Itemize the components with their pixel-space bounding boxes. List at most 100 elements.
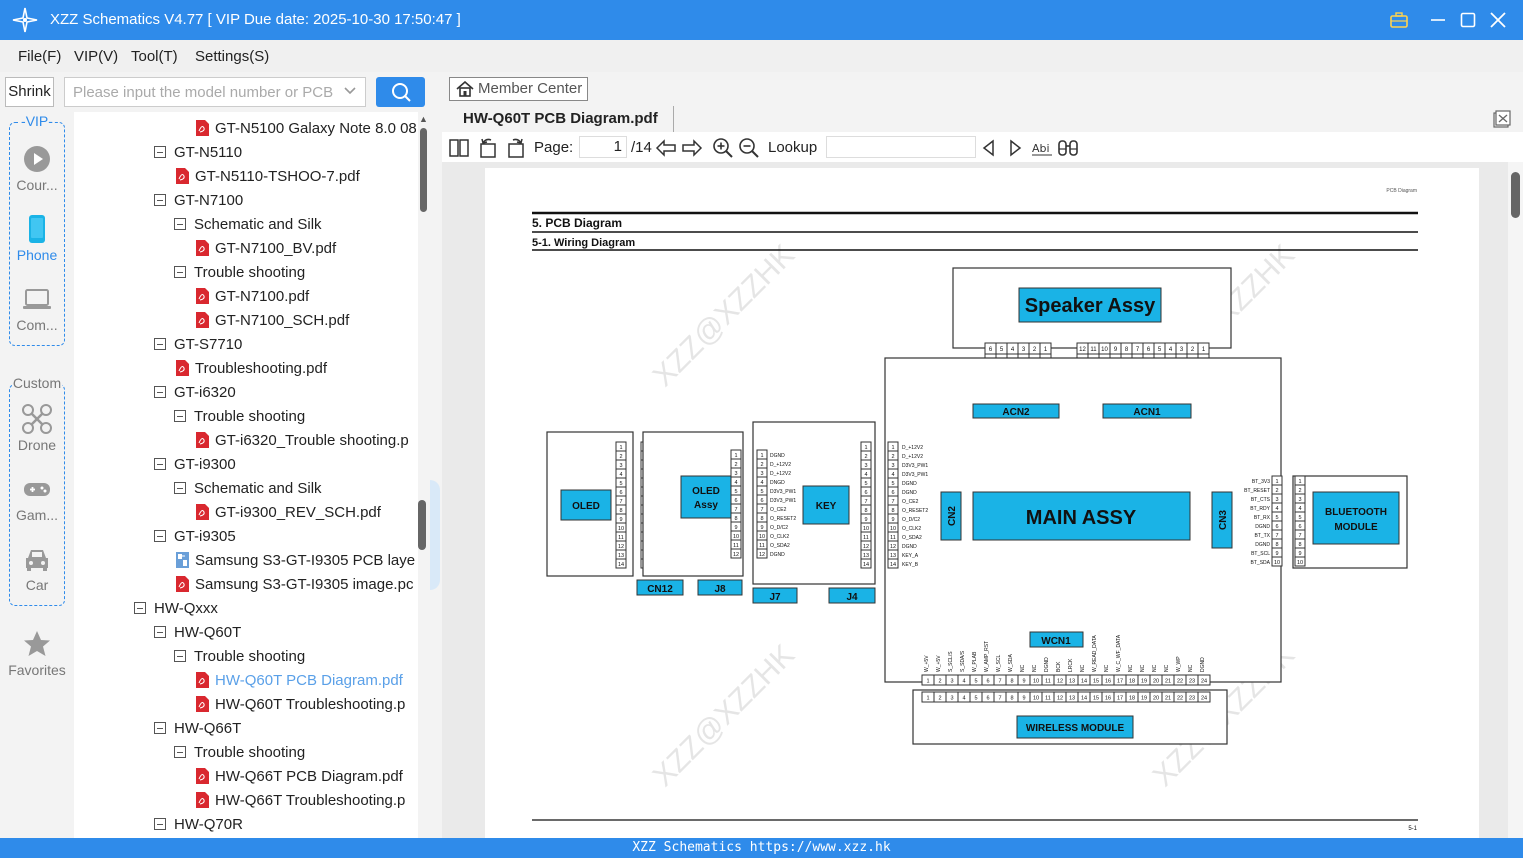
match-case-icon[interactable]: Abi bbox=[1031, 137, 1053, 159]
tree-file[interactable]: HW-Q66T Troubleshooting.p bbox=[196, 789, 405, 813]
wireless-signal: W_AMP_RST bbox=[984, 641, 990, 672]
collapse-icon[interactable] bbox=[154, 194, 166, 206]
collapse-icon[interactable] bbox=[154, 722, 166, 734]
category-drone[interactable]: Drone bbox=[0, 404, 74, 453]
search-button[interactable] bbox=[376, 77, 425, 107]
tree-file[interactable]: Troubleshooting.pdf bbox=[176, 357, 327, 381]
chevron-down-icon[interactable] bbox=[343, 84, 357, 98]
tree-file[interactable]: HW-Q66T PCB Diagram.pdf bbox=[196, 765, 403, 789]
tree-file[interactable]: HW-Q60T Troubleshooting.p bbox=[196, 693, 405, 717]
next-page-icon[interactable] bbox=[681, 137, 703, 159]
viewer-scrollbar-thumb[interactable] bbox=[1511, 172, 1520, 218]
tree-folder[interactable]: Trouble shooting bbox=[174, 741, 305, 765]
tree-scrollbar[interactable]: ▲ bbox=[418, 112, 430, 838]
collapse-icon[interactable] bbox=[154, 146, 166, 158]
viewer-scrollbar[interactable] bbox=[1508, 162, 1523, 838]
collapse-icon[interactable] bbox=[154, 338, 166, 350]
category-computer[interactable]: Com... bbox=[0, 284, 74, 333]
collapse-icon[interactable] bbox=[174, 266, 186, 278]
tree-file[interactable]: GT-N7100.pdf bbox=[196, 285, 309, 309]
briefcase-icon[interactable] bbox=[1387, 8, 1411, 32]
tree-folder[interactable]: GT-i9300 bbox=[154, 453, 236, 477]
collapse-icon[interactable] bbox=[154, 530, 166, 542]
maximize-button[interactable] bbox=[1456, 8, 1480, 32]
find-previous-icon[interactable] bbox=[978, 137, 1000, 159]
tree-folder[interactable]: GT-i6320 bbox=[154, 381, 236, 405]
tree-folder[interactable]: Schematic and Silk bbox=[174, 213, 322, 237]
tree-folder[interactable]: GT-N5110 bbox=[154, 141, 242, 165]
bt-pin-col1-pin: 2 bbox=[1275, 488, 1278, 494]
tree-folder[interactable]: HW-Q70R bbox=[154, 813, 243, 837]
tree-file[interactable]: Samsung S3-GT-I9305 PCB laye bbox=[176, 549, 415, 573]
tree-folder[interactable]: GT-N7100 bbox=[154, 189, 243, 213]
member-center-button[interactable]: Member Center bbox=[449, 77, 588, 101]
find-next-icon[interactable] bbox=[1004, 137, 1026, 159]
tree-folder[interactable]: GT-i9305 bbox=[154, 525, 236, 549]
menu-settings[interactable]: Settings(S) bbox=[195, 48, 270, 65]
zoom-out-icon[interactable] bbox=[738, 137, 760, 159]
category-courses[interactable]: Cour... bbox=[0, 144, 74, 193]
pdf-canvas[interactable]: XZZ@XZZHKXZZ@XZZHKXZZ@XZZHKXZZ@XZZHKPCB … bbox=[442, 162, 1508, 838]
scroll-up-icon[interactable]: ▲ bbox=[419, 114, 428, 124]
previous-page-icon[interactable] bbox=[655, 137, 677, 159]
category-games[interactable]: Gam... bbox=[0, 474, 74, 523]
collapse-icon[interactable] bbox=[174, 482, 186, 494]
tree-file[interactable]: HW-Q60T PCB Diagram.pdf bbox=[196, 669, 403, 693]
menu-vip[interactable]: VIP(V) bbox=[74, 48, 119, 65]
tree-file[interactable]: GT-N5110-TSHOO-7.pdf bbox=[176, 165, 360, 189]
collapse-icon[interactable] bbox=[174, 746, 186, 758]
collapse-icon[interactable] bbox=[174, 218, 186, 230]
collapse-icon[interactable] bbox=[174, 650, 186, 662]
collapse-icon[interactable] bbox=[154, 458, 166, 470]
bt-pin-col1-pin: 5 bbox=[1275, 515, 1278, 521]
j8-pin-col-pin: 9 bbox=[734, 525, 737, 531]
two-page-view-icon[interactable] bbox=[448, 137, 470, 159]
lookup-input[interactable] bbox=[826, 136, 976, 158]
scrollbar-thumb[interactable] bbox=[420, 128, 427, 212]
tree-file[interactable]: GT-N7100_BV.pdf bbox=[196, 237, 336, 261]
wireless-pin-row2b-pin: 13 bbox=[1069, 696, 1075, 702]
collapse-icon[interactable] bbox=[174, 410, 186, 422]
tree-folder[interactable]: GT-S7710 bbox=[154, 333, 242, 357]
bt-pin-col2-pin: 8 bbox=[1298, 542, 1301, 548]
collapse-icon[interactable] bbox=[154, 818, 166, 830]
tree-file[interactable]: Samsung S3-GT-I9305 image.pc bbox=[176, 573, 413, 597]
rotate-right-icon[interactable] bbox=[504, 137, 526, 159]
category-phone[interactable]: Phone bbox=[0, 214, 74, 263]
zoom-in-icon[interactable] bbox=[712, 137, 734, 159]
category-car[interactable]: Car bbox=[0, 544, 74, 593]
tree-scroll-handle[interactable] bbox=[418, 500, 426, 550]
pdf-file-icon bbox=[176, 360, 189, 376]
tree-folder[interactable]: Trouble shooting bbox=[174, 645, 305, 669]
tree-file[interactable]: GT-N7100_SCH.pdf bbox=[196, 309, 349, 333]
binoculars-icon[interactable] bbox=[1057, 137, 1079, 159]
category-favorites[interactable]: Favorites bbox=[0, 629, 74, 678]
tree-folder[interactable]: HW-Qxxx bbox=[134, 597, 218, 621]
tree-file[interactable]: GT-N5100 Galaxy Note 8.0 08 bbox=[196, 117, 417, 141]
page-number-input[interactable]: 1 bbox=[579, 136, 627, 158]
tree-folder[interactable]: HW-Q66T bbox=[154, 717, 241, 741]
panel-splitter[interactable] bbox=[418, 72, 442, 838]
minimize-button[interactable] bbox=[1426, 8, 1450, 32]
model-search-combobox[interactable] bbox=[64, 77, 366, 107]
wireless-signal: S_SCL/S bbox=[948, 651, 954, 672]
tree-file[interactable]: GT-i6320_Trouble shooting.p bbox=[196, 429, 409, 453]
collapse-panel-handle[interactable] bbox=[430, 480, 440, 590]
menu-tool[interactable]: Tool(T) bbox=[131, 48, 178, 65]
shrink-button[interactable]: Shrink bbox=[5, 77, 54, 107]
collapse-icon[interactable] bbox=[154, 386, 166, 398]
wireless-signal: S_SDA/S bbox=[960, 650, 966, 672]
tree-folder[interactable]: HW-Q60T bbox=[154, 621, 241, 645]
tree-folder[interactable]: Schematic and Silk bbox=[174, 477, 322, 501]
collapse-icon[interactable] bbox=[154, 626, 166, 638]
tree-folder[interactable]: Trouble shooting bbox=[174, 405, 305, 429]
close-button[interactable] bbox=[1486, 8, 1510, 32]
tree-file[interactable]: GT-i9300_REV_SCH.pdf bbox=[196, 501, 381, 525]
document-tab[interactable]: HW-Q60T PCB Diagram.pdf bbox=[448, 106, 674, 132]
rotate-left-icon[interactable] bbox=[478, 137, 500, 159]
collapse-icon[interactable] bbox=[134, 602, 146, 614]
tree-folder[interactable]: Trouble shooting bbox=[174, 261, 305, 285]
menu-file[interactable]: File(F) bbox=[18, 48, 62, 65]
close-document-icon[interactable] bbox=[1493, 110, 1511, 128]
search-input[interactable] bbox=[65, 78, 335, 106]
